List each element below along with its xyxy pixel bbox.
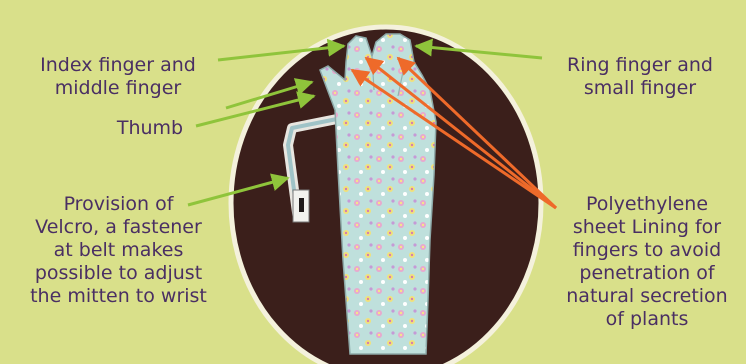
label-line: Index finger and xyxy=(8,54,228,77)
label-ring-small-finger: Ring finger and small finger xyxy=(540,54,740,100)
label-line: Ring finger and xyxy=(540,54,740,77)
label-line: of plants xyxy=(548,308,746,331)
label-line: fingers to avoid xyxy=(548,239,746,262)
label-velcro: Provision of Velcro, a fastener at belt … xyxy=(6,193,231,308)
label-line: sheet Lining for xyxy=(548,216,746,239)
label-line: Polyethylene xyxy=(548,193,746,216)
label-line: Thumb xyxy=(105,117,195,140)
label-line: natural secretion xyxy=(548,285,746,308)
label-line: middle finger xyxy=(8,77,228,100)
label-line: Velcro, a fastener xyxy=(6,216,231,239)
label-polyethylene-lining: Polyethylene sheet Lining for fingers to… xyxy=(548,193,746,331)
label-line: small finger xyxy=(540,77,740,100)
label-line: at belt makes xyxy=(6,239,231,262)
label-line: Provision of xyxy=(6,193,231,216)
label-line: penetration of xyxy=(548,262,746,285)
label-line: possible to adjust xyxy=(6,262,231,285)
label-thumb: Thumb xyxy=(105,117,195,140)
label-line: the mitten to wrist xyxy=(6,285,231,308)
label-index-middle-finger: Index finger and middle finger xyxy=(8,54,228,100)
